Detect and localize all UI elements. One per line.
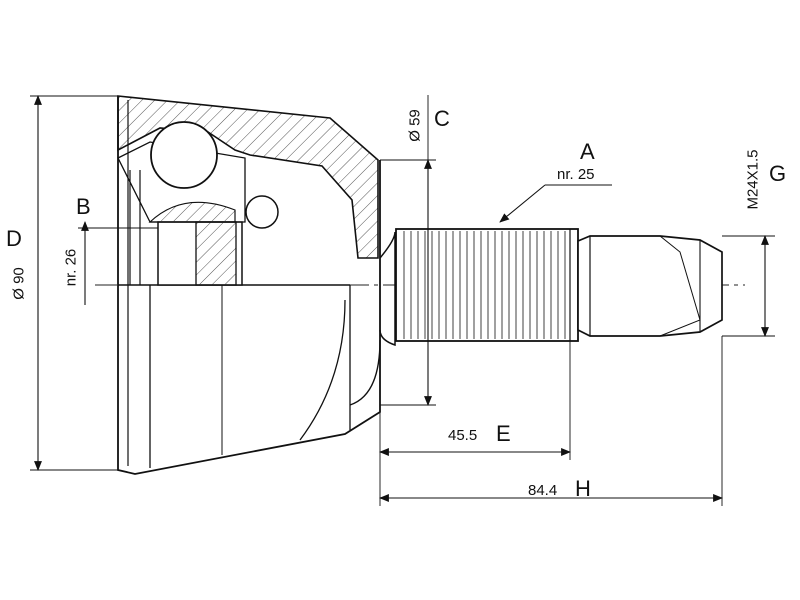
label-g: G [769,161,787,186]
label-h: H [575,476,591,501]
label-e: E [496,421,511,446]
c-dimension-text: Ø 59 [406,109,424,142]
cage-upper [117,141,246,223]
housing-lower-curve [299,285,351,441]
inner-race [195,221,237,286]
h-dimension-text: 84.4 [528,482,558,499]
label-a: A [580,139,595,164]
bell-housing-outline [117,96,381,475]
g-thread-text: M24X1.5 [744,149,762,210]
label-d: D [6,226,22,251]
lower-ball-cap [148,201,236,223]
threaded-end [577,235,723,337]
neck [379,231,396,347]
label-c: C [434,106,450,131]
spline-teeth [403,231,566,339]
d-dimension-text: Ø 90 [10,267,28,300]
upper-ball [150,121,218,189]
e-dimension-text: 45.5 [448,427,478,444]
thread-taper [659,235,701,337]
label-b: B [76,194,91,219]
neck-lower [349,339,381,406]
b-note-text: nr. 26 [62,248,80,287]
housing-section [117,95,379,259]
side-ball [245,195,279,229]
a-leader-line [499,184,546,223]
a-note-text: nr. 25 [557,166,595,183]
